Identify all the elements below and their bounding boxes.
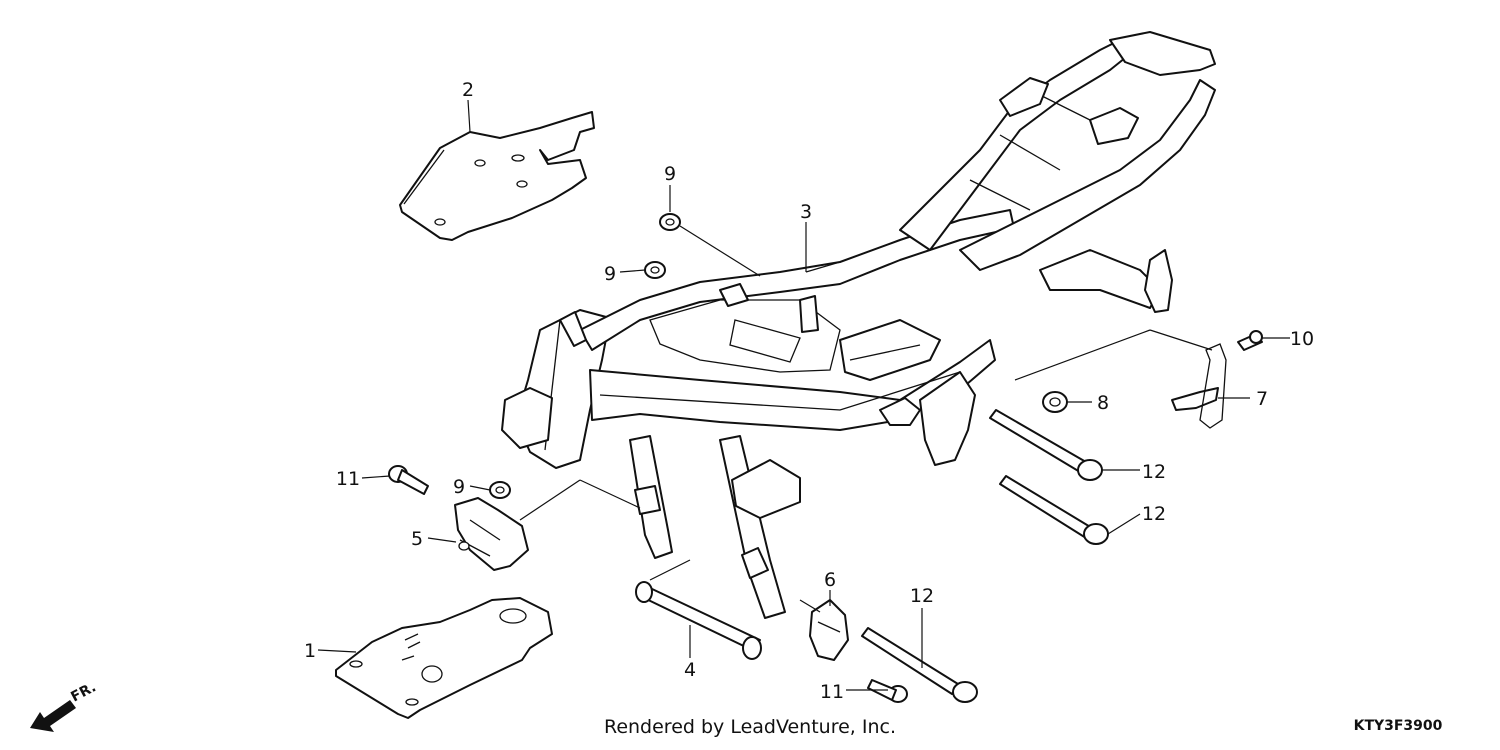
callout-12c: 12 [910,585,934,607]
part-2-plate[interactable] [399,111,595,241]
direction-label: FR. [68,679,98,705]
part-4-bolt[interactable] [635,581,762,660]
part-8-nut[interactable] [1042,391,1068,413]
part-1-plate[interactable] [335,597,553,719]
part-5-bracket[interactable] [454,497,529,571]
callout-9c: 9 [453,476,465,498]
part-3-frame[interactable] [501,31,1216,619]
diagram-code: KTY3F3900 [1354,718,1443,734]
callout-9a: 9 [664,163,676,185]
part-12-bolt-b[interactable] [999,475,1109,545]
part-10-bolt[interactable] [1237,330,1263,351]
callout-6: 6 [824,569,836,591]
callout-7: 7 [1256,388,1268,410]
callout-12a: 12 [1142,461,1166,483]
part-11-bolt-b[interactable] [867,679,908,703]
part-6-bracket[interactable] [809,599,849,661]
part-9-nut-a[interactable] [659,213,681,231]
part-7-clip[interactable] [1171,343,1227,429]
callout-11b: 11 [820,681,844,703]
leader-lines [317,99,1290,691]
part-9-nut-b[interactable] [644,261,666,279]
callout-5: 5 [411,528,423,550]
callout-10: 10 [1290,328,1314,350]
front-direction-arrow-icon: FR. [30,679,99,732]
callout-4: 4 [684,659,696,681]
callout-1: 1 [304,640,316,662]
part-12-bolt-a[interactable] [989,409,1103,481]
footer-credit: Rendered by LeadVenture, Inc. [604,716,896,738]
callout-2: 2 [462,79,474,101]
callout-9b: 9 [604,263,616,285]
callout-11a: 11 [336,468,360,490]
part-12-bolt-c[interactable] [861,627,978,703]
callout-8: 8 [1097,392,1109,414]
callout-labels: 2 1 3 4 5 6 7 8 9 9 9 10 11 11 12 12 12 [304,79,1314,703]
callout-12b: 12 [1142,503,1166,525]
callout-3: 3 [800,201,812,223]
part-11-bolt-a[interactable] [388,465,429,495]
part-9-nut-c[interactable] [489,481,511,499]
